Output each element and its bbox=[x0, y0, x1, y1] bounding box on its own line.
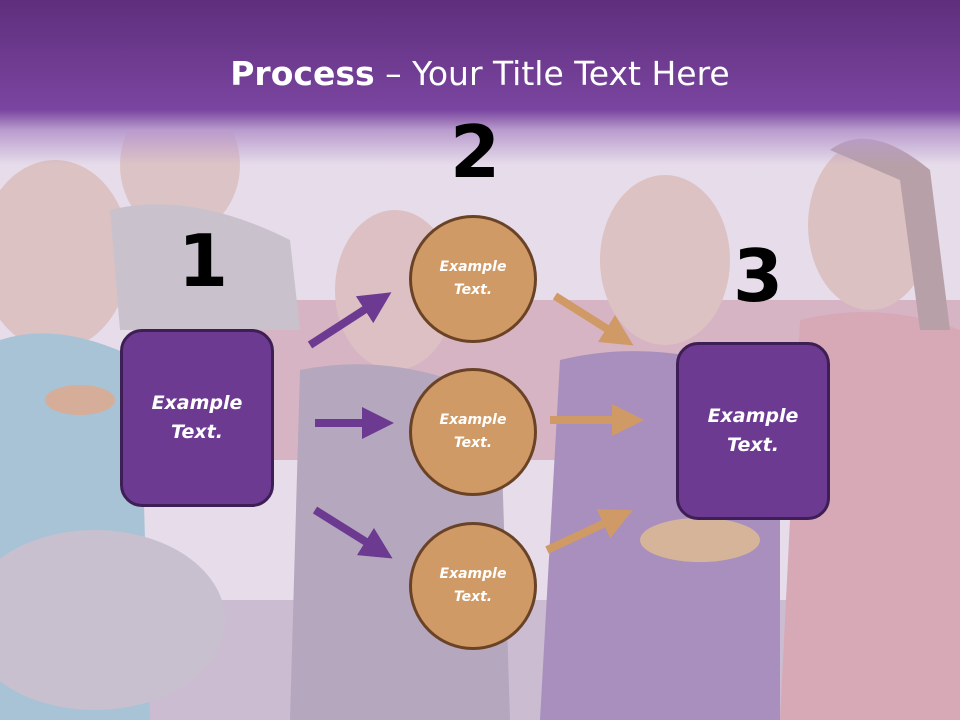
arrow-to-circle-3 bbox=[312, 506, 393, 559]
arrow-from-circle-3 bbox=[545, 509, 633, 554]
step-2-circle-3: Example Text. bbox=[409, 522, 537, 650]
page-title: Process – Your Title Text Here bbox=[0, 54, 960, 93]
step-3-box: Example Text. bbox=[676, 342, 830, 520]
title-bold: Process bbox=[230, 54, 375, 93]
circle-2-text: Example Text. bbox=[439, 412, 507, 451]
title-banner bbox=[0, 0, 960, 165]
step-number-3: 3 bbox=[733, 234, 784, 318]
step-3-text: Example Text. bbox=[707, 405, 799, 456]
step-number-2: 2 bbox=[450, 110, 501, 194]
arrow-to-circle-1 bbox=[307, 292, 392, 349]
circle-1-text: Example Text. bbox=[439, 259, 507, 298]
step-number-1: 1 bbox=[178, 219, 229, 303]
step-1-text: Example Text. bbox=[151, 392, 243, 443]
step-2-circle-2: Example Text. bbox=[409, 368, 537, 496]
step-1-box: Example Text. bbox=[120, 329, 274, 507]
circle-3-text: Example Text. bbox=[439, 566, 507, 605]
arrow-from-circle-1 bbox=[552, 292, 634, 346]
title-rest: – Your Title Text Here bbox=[374, 54, 730, 93]
step-2-circle-1: Example Text. bbox=[409, 215, 537, 343]
